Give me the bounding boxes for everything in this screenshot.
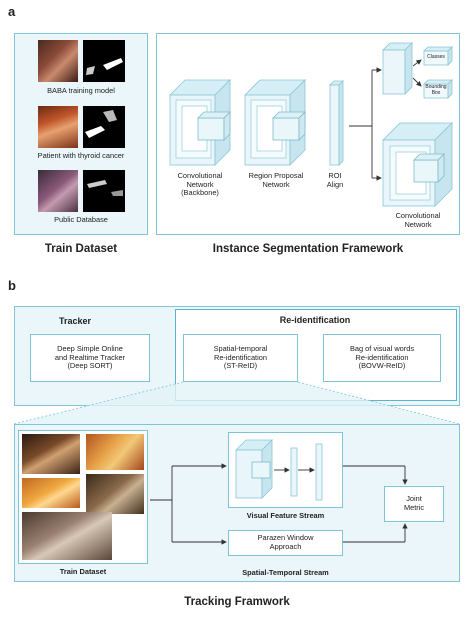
dataset-label: Patient with thyroid cancer [37, 151, 125, 160]
instance-segmentation-caption: Instance Segmentation Framework [212, 243, 404, 255]
surgery-image [86, 434, 144, 470]
train-dataset-box [14, 33, 148, 235]
deep-sort-box: Deep Simple Online and Realtime Tracker … [30, 334, 150, 382]
region-proposal-network-block [244, 79, 306, 166]
backbone-network-block [169, 79, 231, 166]
fully-connected-block [382, 42, 453, 99]
segmentation-mask [83, 170, 125, 212]
segmentation-network-diagram [169, 42, 453, 207]
spatial-stream-label: Spatial-Temporal Stream [242, 568, 329, 577]
surgery-image [86, 474, 144, 514]
flow-arrows [349, 59, 422, 181]
rpn-label: Region Proposal Network [248, 171, 304, 189]
surgery-image [38, 106, 78, 148]
bovw-reid-box: Bag of visual words Re-identification (B… [323, 334, 441, 382]
classes-label: Classes [427, 54, 445, 60]
dataset-label: Public Database [54, 215, 108, 224]
reid-title: Re-identification [279, 315, 351, 325]
train-dataset-caption-b: Train Dataset [59, 567, 107, 576]
segmentation-mask [83, 106, 125, 148]
panel-b-label: b [8, 278, 16, 293]
surgery-image [22, 434, 80, 474]
backbone-label: Convolutional Network (Backbone) [177, 171, 223, 198]
roi-align-block [329, 80, 344, 166]
segmentation-mask [83, 40, 125, 82]
surgery-image [38, 170, 78, 212]
bounding-box-label: Bounding Box [425, 84, 447, 96]
surgery-image [22, 478, 80, 508]
st-reid-box: Spatial-temporal Re-identification (ST-R… [183, 334, 298, 382]
mask-convolutional-block [382, 122, 453, 207]
visual-stream-label: Visual Feature Stream [246, 511, 325, 520]
dataset-label: BABA training model [47, 86, 115, 95]
surgery-image [22, 512, 112, 560]
train-dataset-caption: Train Dataset [44, 243, 118, 255]
tracking-framework-caption: Tracking Framwork [184, 596, 290, 608]
roi-label: ROI Align [326, 171, 344, 189]
tracker-title: Tracker [58, 316, 92, 326]
conv-network-label: Convolutional Network [395, 211, 441, 229]
surgery-image [38, 40, 78, 82]
panel-a-label: a [8, 4, 16, 19]
joint-metric-box: Joint Metric [384, 486, 444, 522]
parazen-window-box: Parazen Window Approach [228, 530, 343, 556]
